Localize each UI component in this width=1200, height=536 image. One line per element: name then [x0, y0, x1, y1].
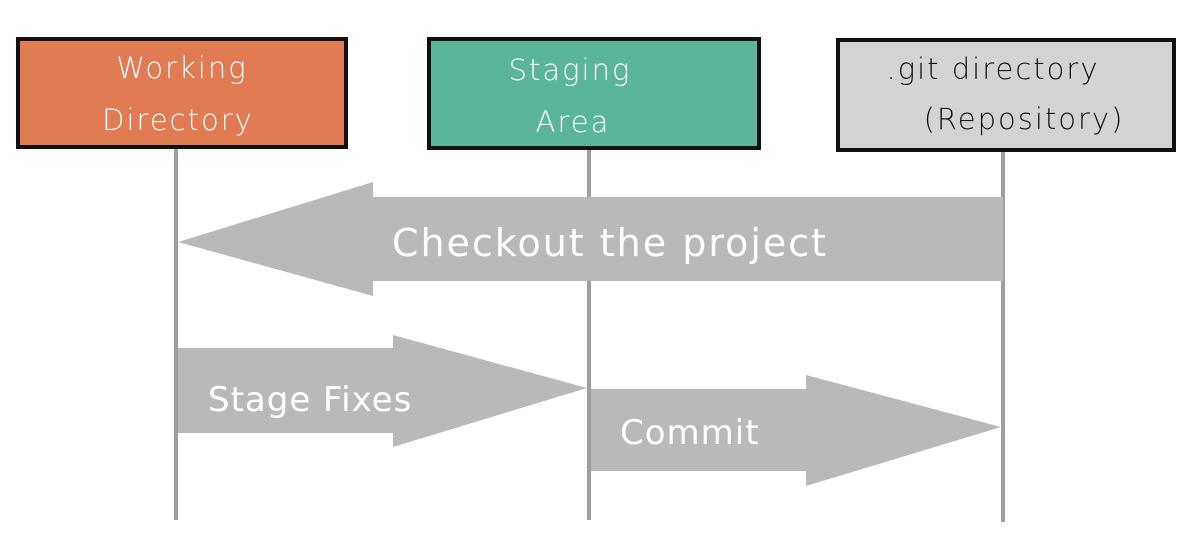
staging-area-label-line2: Area [536, 105, 611, 139]
working-directory-box [16, 37, 348, 149]
commit-arrow-label: Commit [620, 413, 760, 453]
working-directory-label-line1: Working [116, 51, 247, 85]
git-directory-box [836, 38, 1176, 152]
stage-fixes-arrow-label: Stage Fixes [208, 380, 412, 420]
git-directory-label-line2: (Repository) [924, 102, 1125, 136]
staging-area-label-line1: Staging [509, 53, 632, 87]
working-directory-label-line2: Directory [102, 103, 254, 137]
git-directory-label-line1: .git directory [886, 52, 1099, 86]
stage-fixes-arrow [178, 335, 587, 447]
commit-arrow [591, 375, 1001, 486]
checkout-arrow-label: Checkout the project [392, 221, 828, 265]
checkout-arrow [178, 182, 1003, 296]
staging-area-box [427, 37, 761, 150]
